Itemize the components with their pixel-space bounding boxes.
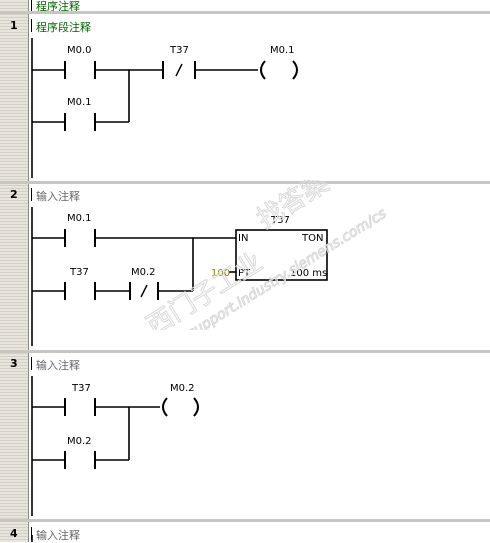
network-1-rung: M0.0 M0.1 T37 M0.1	[32, 45, 298, 131]
coil-m0-2[interactable]	[162, 397, 199, 417]
contact-address: M0.0	[67, 45, 92, 56]
comment-marker	[31, 188, 32, 201]
network-2-rung: M0.1 T37 M0.2 T37 IN TON PT 100 ms 100	[32, 213, 328, 300]
network-title[interactable]: 输入注释	[36, 190, 80, 203]
contact-m0-1[interactable]	[64, 113, 96, 131]
nc-contact-m0-2[interactable]	[129, 282, 159, 300]
network-separator	[0, 181, 490, 184]
coil-address: M0.1	[270, 45, 295, 56]
contact-t37[interactable]	[64, 282, 96, 300]
network-gutter	[0, 0, 28, 542]
network-number[interactable]: 4	[10, 527, 18, 540]
timer-preset-value[interactable]: 100	[211, 268, 230, 279]
timer-ton-block[interactable]	[229, 229, 328, 281]
network-separator	[0, 519, 490, 522]
network-number[interactable]: 1	[10, 19, 18, 32]
contact-address: T37	[69, 267, 89, 278]
comment-marker	[31, 357, 32, 370]
timer-pt-label: PT	[238, 268, 251, 279]
timer-name: T37	[270, 215, 290, 226]
coil-address: M0.2	[170, 383, 195, 394]
network-title[interactable]: 输入注释	[36, 529, 80, 542]
contact-address: M0.2	[131, 267, 156, 278]
contact-address: M0.1	[67, 213, 92, 224]
comment-marker	[31, 19, 32, 32]
contact-address: M0.1	[67, 97, 92, 108]
network-separator	[0, 11, 490, 14]
contact-address: M0.2	[67, 436, 92, 447]
contact-m0-2[interactable]	[64, 451, 96, 469]
timer-resolution: 100 ms	[290, 268, 327, 279]
comment-marker	[31, 527, 32, 540]
timer-in-label: IN	[238, 233, 248, 244]
network-number[interactable]: 2	[10, 188, 18, 201]
network-separator	[0, 350, 490, 353]
coil-m0-1[interactable]	[260, 60, 298, 80]
nc-contact-t37[interactable]	[162, 61, 196, 79]
contact-address: T37	[169, 45, 189, 56]
network-3-rung: T37 M0.2 M0.2	[32, 383, 199, 469]
contact-m0-1[interactable]	[64, 229, 96, 247]
contact-t37[interactable]	[64, 398, 96, 416]
comment-marker	[31, 0, 32, 13]
network-number[interactable]: 3	[10, 357, 18, 370]
timer-type: TON	[301, 233, 323, 244]
network-title[interactable]: 程序段注释	[36, 21, 91, 34]
network-title[interactable]: 输入注释	[36, 359, 80, 372]
gutter-divider	[28, 0, 29, 542]
contact-address: T37	[71, 383, 91, 394]
contact-m0-0[interactable]	[64, 61, 96, 79]
program-comment[interactable]: 程序注释	[36, 0, 80, 13]
